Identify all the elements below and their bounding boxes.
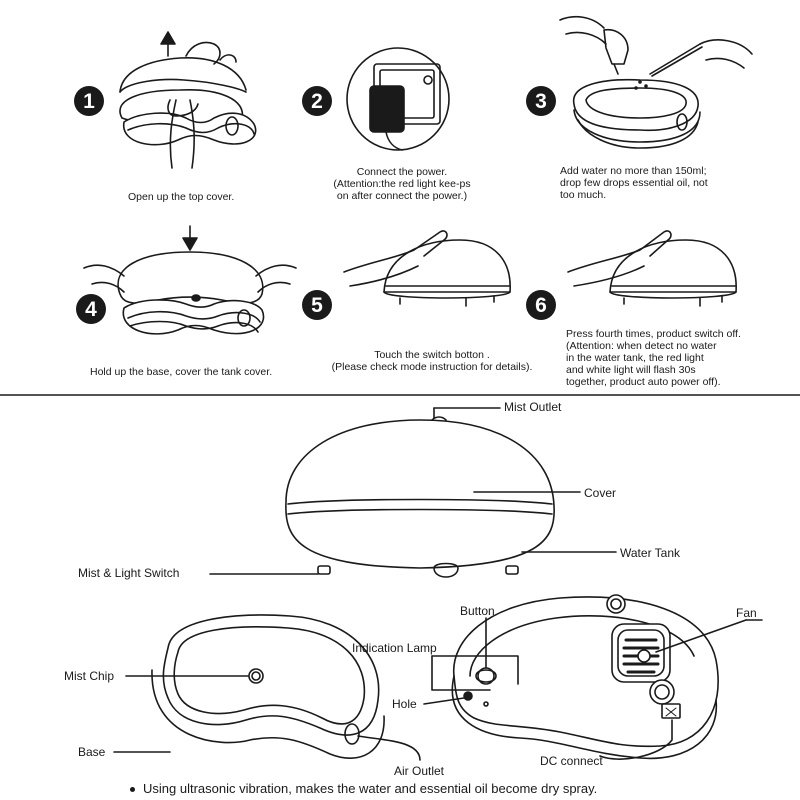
- step-1-illustration: [119, 31, 257, 169]
- label-water-tank: Water Tank: [620, 546, 681, 560]
- hand-icon: [567, 230, 672, 273]
- power-plug-icon: [369, 85, 405, 133]
- step-badge-4: 4: [76, 294, 106, 324]
- step-1-caption: Open up the top cover.: [128, 191, 235, 203]
- step-6-caption: Press fourth times, product switch off. …: [566, 328, 741, 388]
- product-side-view: [209, 407, 617, 578]
- step-badge-1: 1: [74, 86, 104, 116]
- hand-icon: [83, 264, 125, 293]
- bullet-icon: [130, 787, 135, 793]
- step-5-caption: Touch the switch botton . (Please check …: [331, 349, 533, 373]
- step-4-illustration: [83, 225, 297, 335]
- label-dc-connect: DC connect: [540, 754, 603, 768]
- label-air-outlet: Air Outlet: [394, 764, 445, 778]
- step-badge-6: 6: [526, 290, 556, 320]
- label-cover: Cover: [584, 486, 617, 500]
- step-3-caption: Add water no more than 150ml; drop few d…: [560, 165, 708, 201]
- label-fan: Fan: [736, 606, 757, 620]
- hand-icon: [343, 230, 448, 273]
- label-button: Button: [460, 604, 495, 618]
- step-5-illustration: [343, 230, 511, 307]
- label-hole: Hole: [392, 697, 417, 711]
- label-indication-lamp: Indication Lamp: [352, 641, 437, 655]
- footnote-text: Using ultrasonic vibration, makes the wa…: [143, 781, 598, 796]
- label-mist-outlet: Mist Outlet: [504, 400, 562, 414]
- hand-icon: [185, 41, 237, 65]
- label-mist-light-switch: Mist & Light Switch: [78, 566, 180, 580]
- step-2-illustration: [346, 47, 450, 151]
- step-3-illustration: [559, 15, 753, 149]
- base-view: [113, 614, 421, 761]
- step-2-caption: Connect the power. (Attention:the red li…: [333, 166, 471, 202]
- step-badge-3: 3: [526, 86, 556, 116]
- label-mist-chip: Mist Chip: [64, 669, 115, 683]
- footnote: Using ultrasonic vibration, makes the wa…: [130, 781, 597, 796]
- step-badge-2: 2: [302, 86, 332, 116]
- step-badge-5: 5: [302, 290, 332, 320]
- dropper-icon: [603, 28, 629, 65]
- label-base: Base: [78, 745, 106, 759]
- hand-icon: [169, 99, 195, 169]
- step-4-caption: Hold up the base, cover the tank cover.: [90, 366, 273, 378]
- step-6-illustration: [567, 230, 737, 307]
- hand-icon: [255, 264, 297, 293]
- tank-bottom-view: [423, 594, 763, 760]
